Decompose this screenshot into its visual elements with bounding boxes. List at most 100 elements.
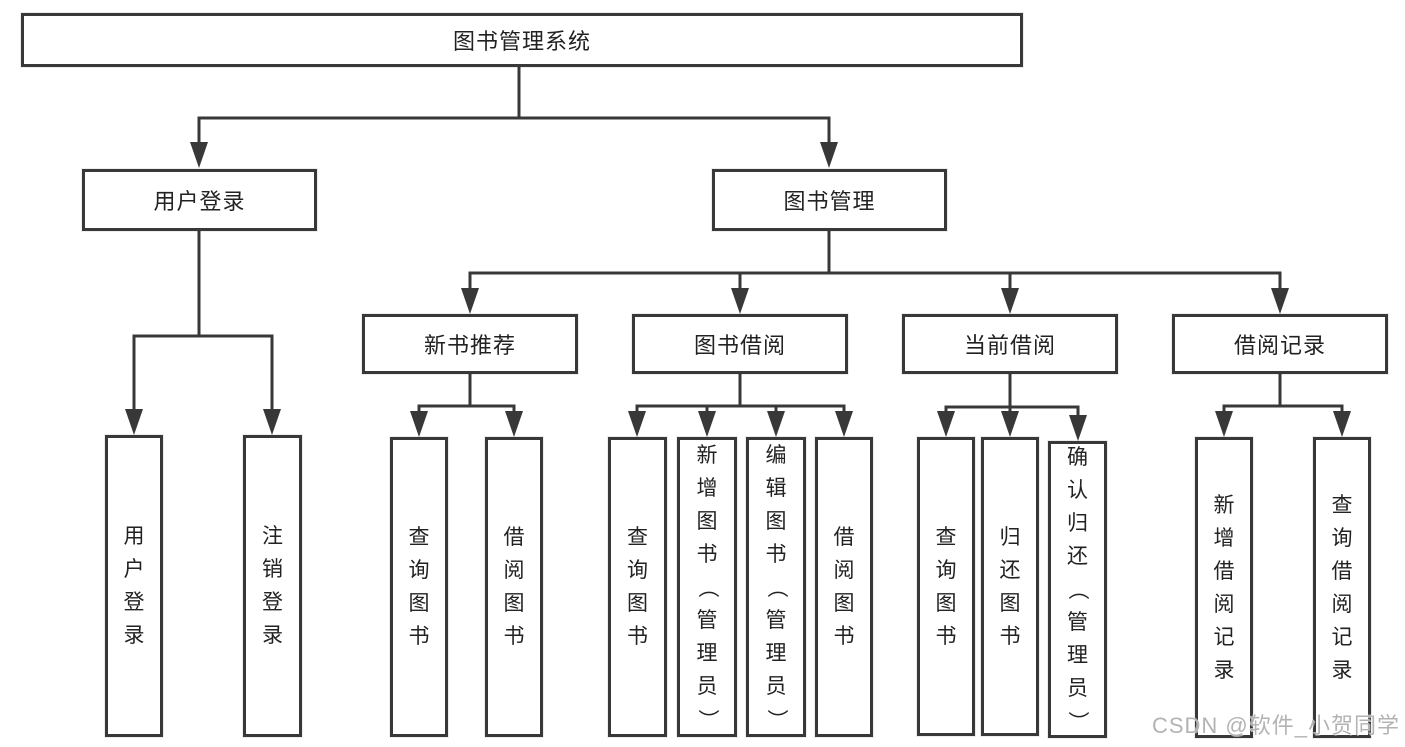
leaf-borrow-books-label: 借阅图书	[818, 440, 870, 734]
arrowhead	[1215, 411, 1233, 437]
vertical-char: 销	[262, 558, 283, 581]
vertical-char: 查	[1331, 493, 1353, 517]
vertical-char: 书	[627, 625, 648, 648]
vertical-char: 录	[262, 624, 283, 647]
vertical-char: 理	[765, 641, 787, 665]
vertical-char: 图	[935, 591, 957, 615]
vertical-char: 阅	[503, 559, 525, 582]
vertical-char: 理	[1067, 644, 1088, 667]
leaf-confirm-return-admin: 确认归还（管理员）	[1048, 441, 1107, 738]
vertical-char: ）	[1066, 711, 1089, 732]
arrowhead	[1001, 288, 1019, 314]
leaf-borrow-books-recommend: 借阅图书	[485, 437, 543, 737]
vertical-char: 图	[999, 591, 1021, 615]
vertical-char: 登	[123, 591, 145, 614]
vertical-char: 确	[1067, 446, 1088, 469]
node-new-book-recommendation-label: 新书推荐	[423, 333, 516, 358]
leaf-query-borrow-record-label: 查询借阅记录	[1316, 440, 1368, 735]
node-user-login: 用户登录	[82, 169, 317, 231]
leaf-query-books-borrow: 查询图书	[608, 437, 667, 737]
leaf-add-book-admin: 新增图书（管理员）	[677, 437, 737, 737]
node-book-borrowing-label: 图书借阅	[693, 333, 786, 358]
vertical-char: 询	[408, 559, 430, 582]
leaf-borrow-books-recommend-label: 借阅图书	[488, 440, 540, 734]
arrowhead	[461, 288, 479, 314]
vertical-char: 阅	[1331, 592, 1353, 616]
vertical-char: 增	[1213, 526, 1235, 550]
vertical-char: 借	[503, 526, 525, 549]
node-root: 图书管理系统	[21, 13, 1023, 67]
arrowhead	[698, 411, 716, 437]
vertical-char: 图	[627, 592, 648, 615]
node-user-login-label: 用户登录	[153, 189, 246, 214]
vertical-char: 归	[999, 525, 1021, 549]
vertical-char: 询	[627, 559, 648, 582]
leaf-query-books-current-label: 查询图书	[920, 440, 972, 733]
vertical-char: 归	[1067, 512, 1088, 535]
leaf-query-books-borrow-label: 查询图书	[611, 440, 664, 734]
vertical-char: 书	[696, 542, 718, 566]
leaf-add-book-admin-label: 新增图书（管理员）	[680, 440, 734, 734]
arrowhead	[125, 409, 143, 435]
leaf-query-books-recommend: 查询图书	[390, 437, 448, 737]
vertical-char: 借	[1213, 559, 1235, 583]
vertical-char: 认	[1067, 479, 1088, 502]
vertical-char: 增	[696, 476, 718, 500]
arrowhead	[1271, 288, 1289, 314]
node-book-borrowing: 图书借阅	[632, 314, 848, 374]
vertical-char: ）	[764, 708, 788, 730]
connector-line	[132, 229, 274, 416]
vertical-char: 记	[1213, 625, 1235, 649]
arrowhead	[1333, 411, 1351, 437]
vertical-char: 图	[696, 509, 718, 533]
vertical-char: 辑	[765, 476, 787, 500]
vertical-char: 员	[696, 674, 718, 698]
arrowhead	[1069, 415, 1087, 441]
vertical-char: 注	[262, 525, 283, 548]
leaf-borrow-books: 借阅图书	[815, 437, 873, 737]
vertical-char: 员	[765, 674, 787, 698]
leaf-add-borrow-record: 新增借阅记录	[1195, 437, 1253, 738]
vertical-char: 查	[935, 525, 957, 549]
vertical-char: 录	[1213, 658, 1235, 682]
vertical-char: 新	[1213, 493, 1235, 517]
leaf-user-login: 用户登录	[105, 435, 163, 737]
vertical-char: 录	[123, 624, 145, 647]
leaf-return-books: 归还图书	[981, 437, 1039, 736]
arrowhead	[628, 411, 646, 437]
vertical-char: 图	[765, 509, 787, 533]
vertical-char: 书	[999, 624, 1021, 648]
vertical-char: （	[695, 576, 719, 598]
arrowhead	[410, 411, 428, 437]
vertical-char: 还	[999, 558, 1021, 582]
node-current-borrowing: 当前借阅	[902, 314, 1118, 374]
node-new-book-recommendation: 新书推荐	[362, 314, 578, 374]
vertical-char: 图	[408, 592, 430, 615]
vertical-char: 还	[1067, 545, 1088, 568]
arrowhead	[767, 411, 785, 437]
vertical-char: 书	[503, 625, 525, 648]
leaf-return-books-label: 归还图书	[984, 440, 1036, 733]
vertical-char: 员	[1067, 677, 1088, 700]
vertical-char: ）	[695, 708, 719, 730]
node-book-management: 图书管理	[712, 169, 947, 231]
node-borrowing-records-label: 借阅记录	[1233, 333, 1326, 358]
vertical-char: 记	[1331, 625, 1353, 649]
vertical-char: 用	[123, 525, 145, 548]
vertical-char: 理	[696, 641, 718, 665]
leaf-query-books-current: 查询图书	[917, 437, 975, 736]
vertical-char: 阅	[833, 559, 855, 582]
vertical-char: 编	[765, 443, 787, 467]
vertical-char: 借	[1331, 559, 1353, 583]
connector-line	[468, 229, 1282, 295]
vertical-char: 书	[765, 542, 787, 566]
vertical-char: 录	[1331, 658, 1353, 682]
leaf-logout: 注销登录	[243, 435, 302, 737]
vertical-char: 图	[833, 592, 855, 615]
vertical-char: 管	[1067, 611, 1088, 634]
leaf-query-borrow-record: 查询借阅记录	[1313, 437, 1371, 738]
leaf-edit-book-admin-label: 编辑图书（管理员）	[749, 440, 803, 734]
vertical-char: 管	[765, 608, 787, 632]
leaf-confirm-return-admin-label: 确认归还（管理员）	[1051, 444, 1104, 735]
